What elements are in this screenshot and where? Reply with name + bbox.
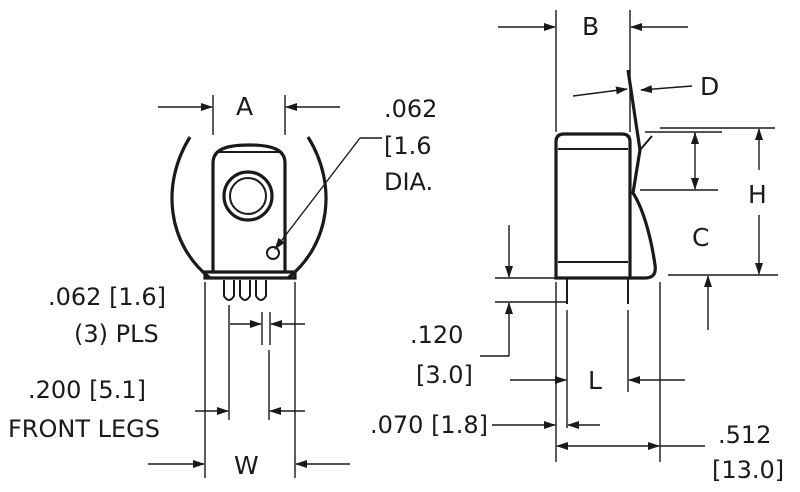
potentiometer-body bbox=[211, 143, 287, 272]
side-clip-inner bbox=[639, 135, 653, 151]
shaft-hole-inner bbox=[229, 177, 267, 215]
dim-l-label: L bbox=[588, 366, 602, 395]
pin-3 bbox=[255, 280, 267, 301]
body-base bbox=[203, 270, 297, 280]
front-legs-line2: FRONT LEGS bbox=[8, 415, 160, 443]
mounting-hole bbox=[266, 246, 280, 260]
overall-line1: .512 bbox=[718, 421, 771, 449]
front-view: A .062 [1.6 DIA. .062 [1.6] (3) PLS .200… bbox=[8, 92, 437, 480]
pin-dia-line1: .062 [1.6] bbox=[48, 283, 166, 311]
hole-dia-line3: DIA. bbox=[384, 168, 433, 196]
left-clip-arm bbox=[170, 136, 211, 280]
shaft-hole-outer bbox=[222, 170, 274, 222]
pin-2 bbox=[239, 280, 251, 301]
dim-w-label: W bbox=[234, 451, 259, 480]
pin-len-line1: .120 bbox=[410, 321, 463, 349]
overall-line2: [13.0] bbox=[712, 456, 784, 484]
front-legs-line1: .200 [5.1] bbox=[28, 376, 146, 404]
hole-dia-line2: [1.6 bbox=[384, 132, 432, 160]
leg-width-label: .070 [1.8] bbox=[370, 411, 488, 439]
hole-dia-line1: .062 bbox=[384, 95, 437, 123]
dim-c-label: C bbox=[692, 223, 709, 252]
side-body bbox=[554, 132, 632, 280]
dim-d-label: D bbox=[700, 72, 719, 101]
dim-b-label: B bbox=[582, 12, 599, 41]
dim-a-label: A bbox=[236, 92, 253, 121]
dim-h-label: H bbox=[748, 180, 767, 209]
pin-len-line2: [3.0] bbox=[416, 361, 473, 389]
pin-dia-line2: (3) PLS bbox=[74, 320, 159, 348]
side-view: B D C H .120 [3.0] L bbox=[370, 10, 784, 484]
right-clip-arm bbox=[287, 136, 328, 280]
pin-1 bbox=[223, 280, 235, 301]
side-clip bbox=[626, 69, 657, 280]
